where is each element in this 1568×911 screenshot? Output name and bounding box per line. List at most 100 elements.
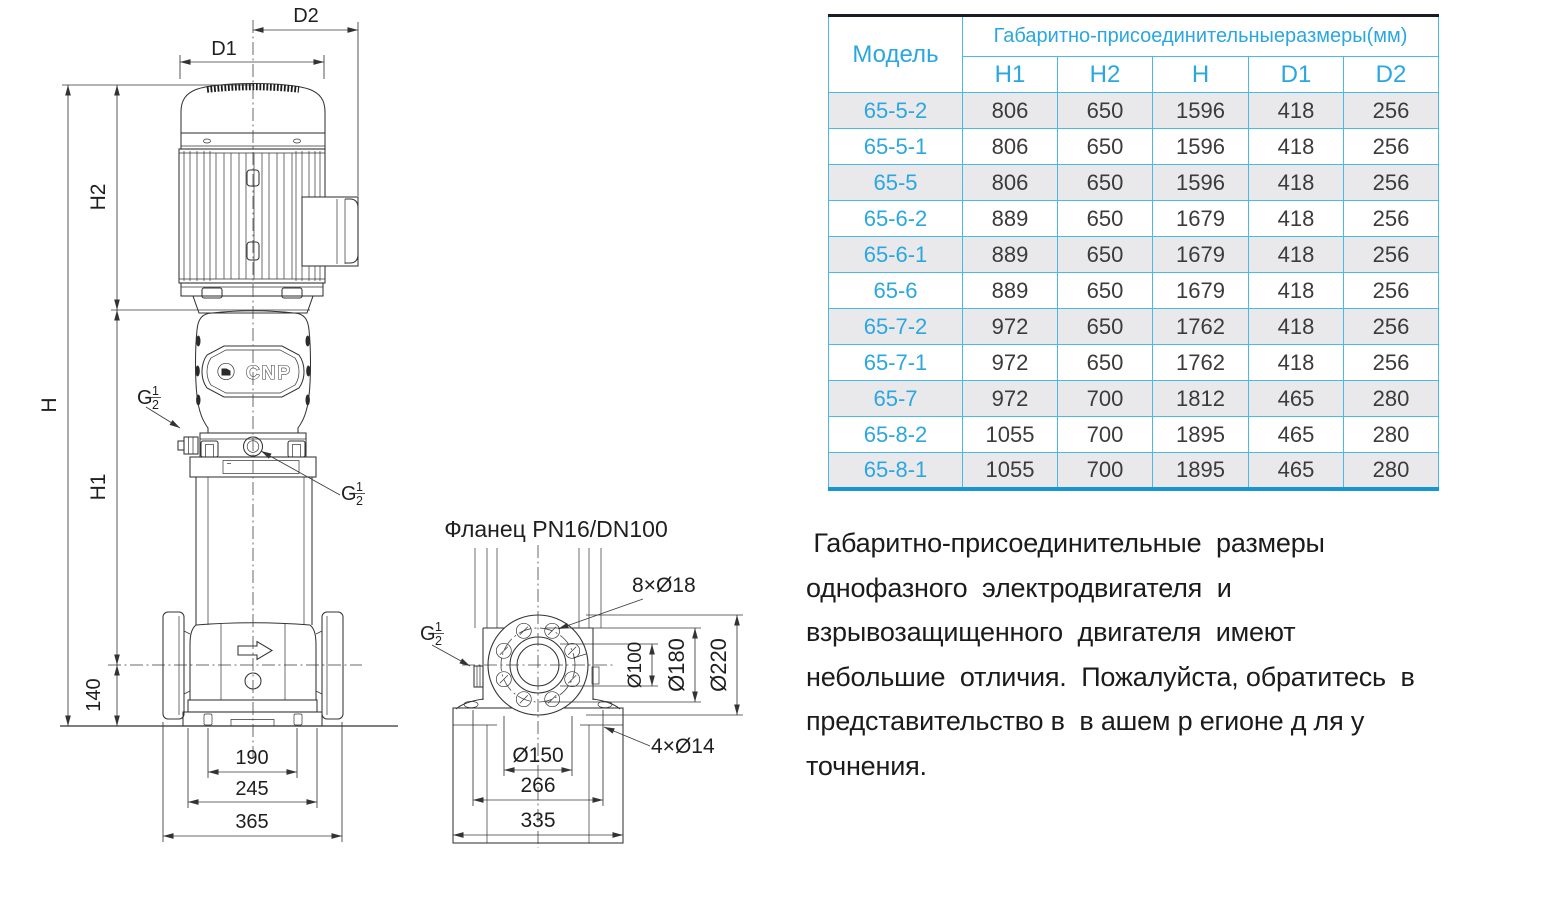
value-cell: 650 (1057, 92, 1153, 129)
svg-text:G: G (137, 387, 153, 409)
value-cell: 465 (1248, 416, 1344, 453)
model-cell: 65-7-1 (828, 344, 963, 381)
model-cell: 65-6-1 (828, 236, 963, 273)
column-header-h: H (1152, 56, 1249, 93)
value-cell: 418 (1248, 92, 1344, 129)
value-cell: 1762 (1152, 344, 1249, 381)
value-cell: 889 (962, 272, 1058, 309)
svg-text:2: 2 (435, 634, 442, 648)
value-cell: 650 (1057, 164, 1153, 201)
value-cell: 700 (1057, 416, 1153, 453)
pump-view-dimensions: D1 D2 H H2 H1 140 190 245 365 G 1 2 G 1 … (38, 5, 365, 842)
value-cell: 650 (1057, 236, 1153, 273)
value-cell: 650 (1057, 200, 1153, 237)
value-cell: 1596 (1152, 164, 1249, 201)
svg-text:2: 2 (356, 494, 363, 508)
brand-badge: CNP (201, 345, 305, 398)
flange-view: Фланец PN16/DN100 (420, 516, 743, 848)
value-cell: 700 (1057, 452, 1153, 489)
value-cell: 1895 (1152, 416, 1249, 453)
value-cell: 806 (962, 164, 1058, 201)
table-header-row: Модель Габаритно-присоединительныеразмер… (828, 15, 1440, 93)
column-header-d2: D2 (1342, 56, 1440, 93)
value-cell: 972 (962, 344, 1058, 381)
flange-view-title: Фланец PN16/DN100 (444, 516, 668, 542)
value-cell: 1596 (1152, 128, 1249, 165)
dim-label-d1: D1 (211, 38, 237, 60)
model-cell: 65-8-1 (828, 452, 963, 489)
dim-label-d100: Ø100 (625, 642, 646, 688)
value-cell: 889 (962, 200, 1058, 237)
dim-label-190: 190 (235, 747, 268, 769)
value-cell: 418 (1248, 272, 1344, 309)
nameplate (222, 460, 300, 474)
bolt-holes-label: 8×Ø18 (632, 574, 696, 597)
model-cell: 65-8-2 (828, 416, 963, 453)
dim-label-266: 266 (520, 774, 555, 797)
dimensions-table: Модель Габаритно-присоединительныеразмер… (828, 14, 1440, 491)
value-cell: 256 (1342, 92, 1440, 129)
table-subheader-row: H1 H2 H D1 D2 (829, 56, 1440, 93)
value-cell: 1596 (1152, 92, 1249, 129)
dim-label-d150: Ø150 (512, 744, 563, 767)
model-cell: 65-5-1 (828, 128, 963, 165)
svg-text:1: 1 (435, 620, 442, 634)
bolt-holes (495, 622, 581, 708)
dim-label-335: 335 (520, 809, 555, 832)
value-cell: 1762 (1152, 308, 1249, 345)
svg-text:2: 2 (152, 398, 159, 412)
value-cell: 418 (1248, 128, 1344, 165)
value-cell: 1055 (962, 416, 1058, 453)
flange-side-port (473, 665, 484, 688)
value-cell: 256 (1342, 164, 1440, 201)
brand-logo-icon (217, 362, 235, 381)
model-cell: 65-6 (828, 272, 963, 309)
value-cell: 256 (1342, 128, 1440, 165)
column-header-d1: D1 (1248, 56, 1344, 93)
value-cell: 418 (1248, 236, 1344, 273)
value-cell: 465 (1248, 452, 1344, 489)
junction-box (301, 196, 359, 267)
svg-text:1: 1 (356, 480, 363, 494)
pump-technical-drawing: CNP (38, 5, 743, 848)
value-cell: 418 (1248, 308, 1344, 345)
value-cell: 256 (1342, 272, 1440, 309)
svg-text:G: G (341, 483, 357, 505)
dim-label-d2: D2 (293, 5, 319, 27)
model-cell: 65-7 (828, 380, 963, 417)
flow-arrow-icon (237, 640, 274, 661)
model-cell: 65-5 (828, 164, 963, 201)
dim-label-h2: H2 (87, 184, 110, 211)
note-paragraph: Габаритно-присоединительные размеры одно… (806, 528, 1415, 781)
svg-text:1: 1 (152, 384, 159, 398)
model-cell: 65-7-2 (828, 308, 963, 345)
value-cell: 889 (962, 236, 1058, 273)
value-cell: 1679 (1152, 236, 1249, 273)
value-cell: 256 (1342, 308, 1440, 345)
value-cell: 650 (1057, 308, 1153, 345)
discharge-flange (321, 611, 344, 720)
value-cell: 1812 (1152, 380, 1249, 417)
column-header-model: Модель (828, 15, 963, 93)
value-cell: 1679 (1152, 200, 1249, 237)
value-cell: 650 (1057, 344, 1153, 381)
column-group-header: Габаритно-присоединительныеразмеры(мм) (961, 15, 1440, 57)
dim-label-140: 140 (83, 678, 105, 711)
model-cell: 65-5-2 (828, 92, 963, 129)
thread-callout-left: G 1 2 (137, 384, 181, 429)
dim-label-h1: H1 (87, 474, 110, 501)
value-cell: 418 (1248, 164, 1344, 201)
value-cell: 650 (1057, 128, 1153, 165)
pump-front-view: CNP (60, 20, 398, 758)
value-cell: 1679 (1152, 272, 1249, 309)
